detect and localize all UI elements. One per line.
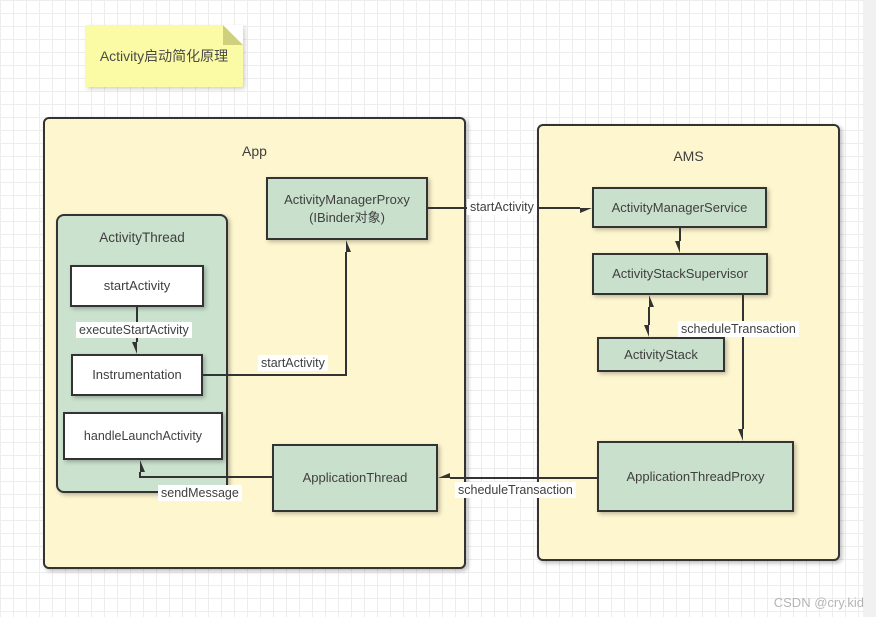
node-application-thread-proxy[interactable]: ApplicationThreadProxy [597, 441, 794, 512]
edge-label-start-activity-inner[interactable]: startActivity [258, 355, 328, 371]
arrow-applicationthread-to-handlelaunch[interactable] [139, 472, 272, 478]
node-activity-manager-service[interactable]: ActivityManagerService [592, 187, 767, 228]
arrow-instrumentation-to-proxy[interactable] [203, 252, 346, 376]
node-instrumentation[interactable]: Instrumentation [71, 354, 203, 396]
edge-label-schedule-transaction-bottom[interactable]: scheduleTransaction [455, 482, 576, 498]
node-handle-launch-activity[interactable]: handleLaunchActivity [63, 412, 223, 460]
ams-container-title: AMS [673, 148, 704, 164]
node-activity-stack[interactable]: ActivityStack [597, 337, 725, 372]
edge-label-send-message[interactable]: sendMessage [158, 485, 242, 501]
sticky-note[interactable]: Activity启动简化原理 [85, 25, 243, 87]
node-activity-manager-proxy[interactable]: ActivityManagerProxy (IBinder对象) [266, 177, 428, 240]
node-application-thread[interactable]: ApplicationThread [272, 444, 438, 512]
edge-label-start-activity-cross[interactable]: startActivity [467, 199, 537, 215]
node-activity-stack-supervisor[interactable]: ActivityStackSupervisor [592, 253, 768, 295]
sticky-note-text: Activity启动简化原理 [99, 48, 229, 64]
csdn-watermark: CSDN @cry.kid [773, 595, 864, 610]
app-container-title: App [242, 143, 267, 159]
edge-label-execute-start-activity[interactable]: executeStartActivity [76, 322, 192, 338]
canvas-right-gutter [863, 0, 876, 617]
node-start-activity[interactable]: startActivity [70, 265, 204, 307]
node-activity-manager-proxy-line2: (IBinder对象) [309, 209, 385, 225]
activity-thread-title: ActivityThread [99, 230, 185, 245]
node-activity-manager-proxy-line1: ActivityManagerProxy [284, 191, 410, 207]
edge-label-schedule-transaction-right[interactable]: scheduleTransaction [678, 321, 799, 337]
